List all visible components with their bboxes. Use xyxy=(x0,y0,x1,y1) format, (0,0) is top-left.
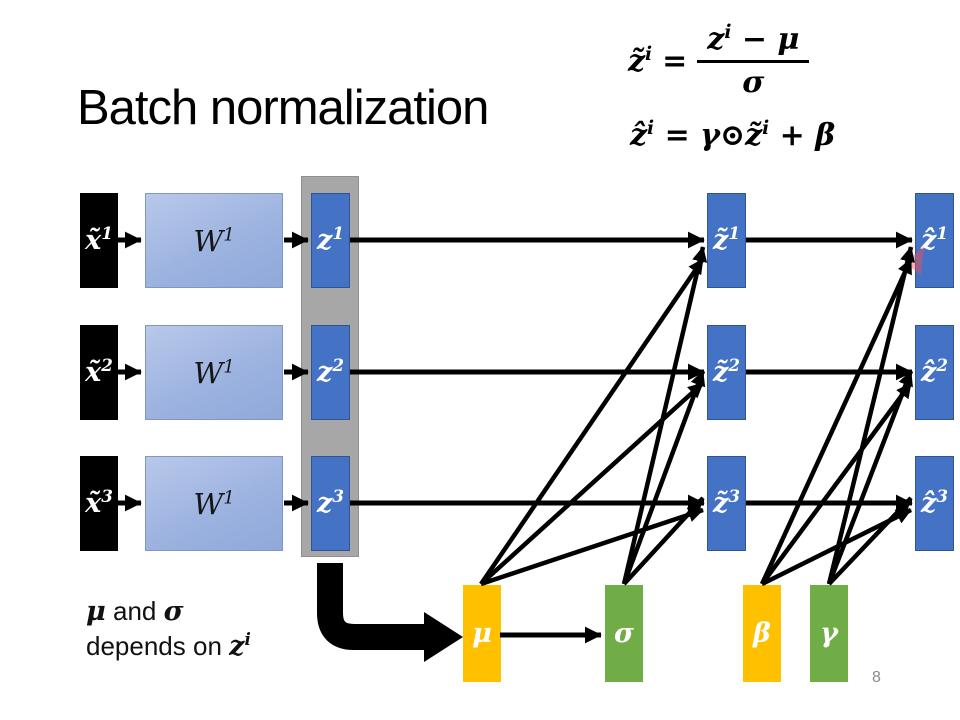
fraction-denominator: σ xyxy=(742,65,765,100)
ztilde-box-3: z̃3 xyxy=(707,456,746,551)
input-box-x1: x̃1 xyxy=(80,193,118,288)
ztilde-label-3: z̃3 xyxy=(713,486,740,519)
equals-sign: = xyxy=(662,43,688,79)
fraction: zi − μ σ xyxy=(697,22,810,100)
z-label-2: z2 xyxy=(317,355,344,388)
input-label-x1: x̃1 xyxy=(85,223,113,256)
weight-box-w1-row2: W1 xyxy=(145,325,283,420)
ztilde-label-2: z̃2 xyxy=(713,355,740,388)
weight-box-w1-row3: W1 xyxy=(145,456,283,551)
gamma-label: γ xyxy=(820,618,838,649)
ztilde-term: z̃i xyxy=(745,118,770,153)
page-number: 8 xyxy=(872,669,881,686)
input-box-x3: x̃3 xyxy=(80,456,118,551)
weight-label: W1 xyxy=(193,223,235,258)
sigma-box: σ xyxy=(605,585,643,682)
formula-lhs: z̃i xyxy=(628,43,653,79)
row-arrows xyxy=(118,231,913,644)
weight-label: W1 xyxy=(193,486,235,521)
formula-normalize: z̃i = zi − μ σ xyxy=(628,22,810,100)
ztilde-box-2: z̃2 xyxy=(707,325,746,420)
ztilde-box-1: z̃1 xyxy=(707,193,746,288)
zhat-label-1: ẑ1 xyxy=(921,223,948,256)
param-arrows xyxy=(479,246,915,587)
input-label-x2: x̃2 xyxy=(85,355,113,388)
input-box-x2: x̃2 xyxy=(80,325,118,420)
beta-label: β xyxy=(753,618,771,649)
sigma-label: σ xyxy=(614,618,634,649)
input-label-x3: x̃3 xyxy=(85,486,113,519)
weight-label: W1 xyxy=(193,355,235,390)
note-mu-sigma-dependency: μ and σ depends on zi xyxy=(86,594,251,664)
ztilde-label-1: z̃1 xyxy=(713,223,740,256)
z-box-1: z1 xyxy=(311,193,350,288)
gamma-box: γ xyxy=(810,585,848,682)
zhat-box-1: ẑ1 xyxy=(915,193,954,288)
note-line-2: depends on zi xyxy=(86,629,251,662)
zhat-box-3: ẑ3 xyxy=(915,456,954,551)
zhat-term: ẑi xyxy=(630,118,655,153)
formula-scale-shift: ẑi = γ⊙ z̃i + β xyxy=(630,118,836,153)
slide-title: Batch normalization xyxy=(77,81,489,135)
note-line-1: μ and σ xyxy=(86,596,184,627)
z-box-2: z2 xyxy=(311,325,350,420)
zhat-label-2: ẑ2 xyxy=(921,355,948,388)
mu-label: μ xyxy=(472,618,492,649)
mu-box: μ xyxy=(463,585,501,682)
weight-box-w1-row1: W1 xyxy=(145,193,283,288)
beta-box: β xyxy=(743,585,781,682)
fraction-numerator: zi − μ xyxy=(697,22,810,63)
zhat-label-3: ẑ3 xyxy=(921,486,948,519)
elbow-arrow-batch-to-mu xyxy=(317,563,463,662)
zhat-box-2: ẑ2 xyxy=(915,325,954,420)
z-label-1: z1 xyxy=(317,223,344,256)
z-box-3: z3 xyxy=(311,456,350,551)
z-label-3: z3 xyxy=(317,486,344,519)
